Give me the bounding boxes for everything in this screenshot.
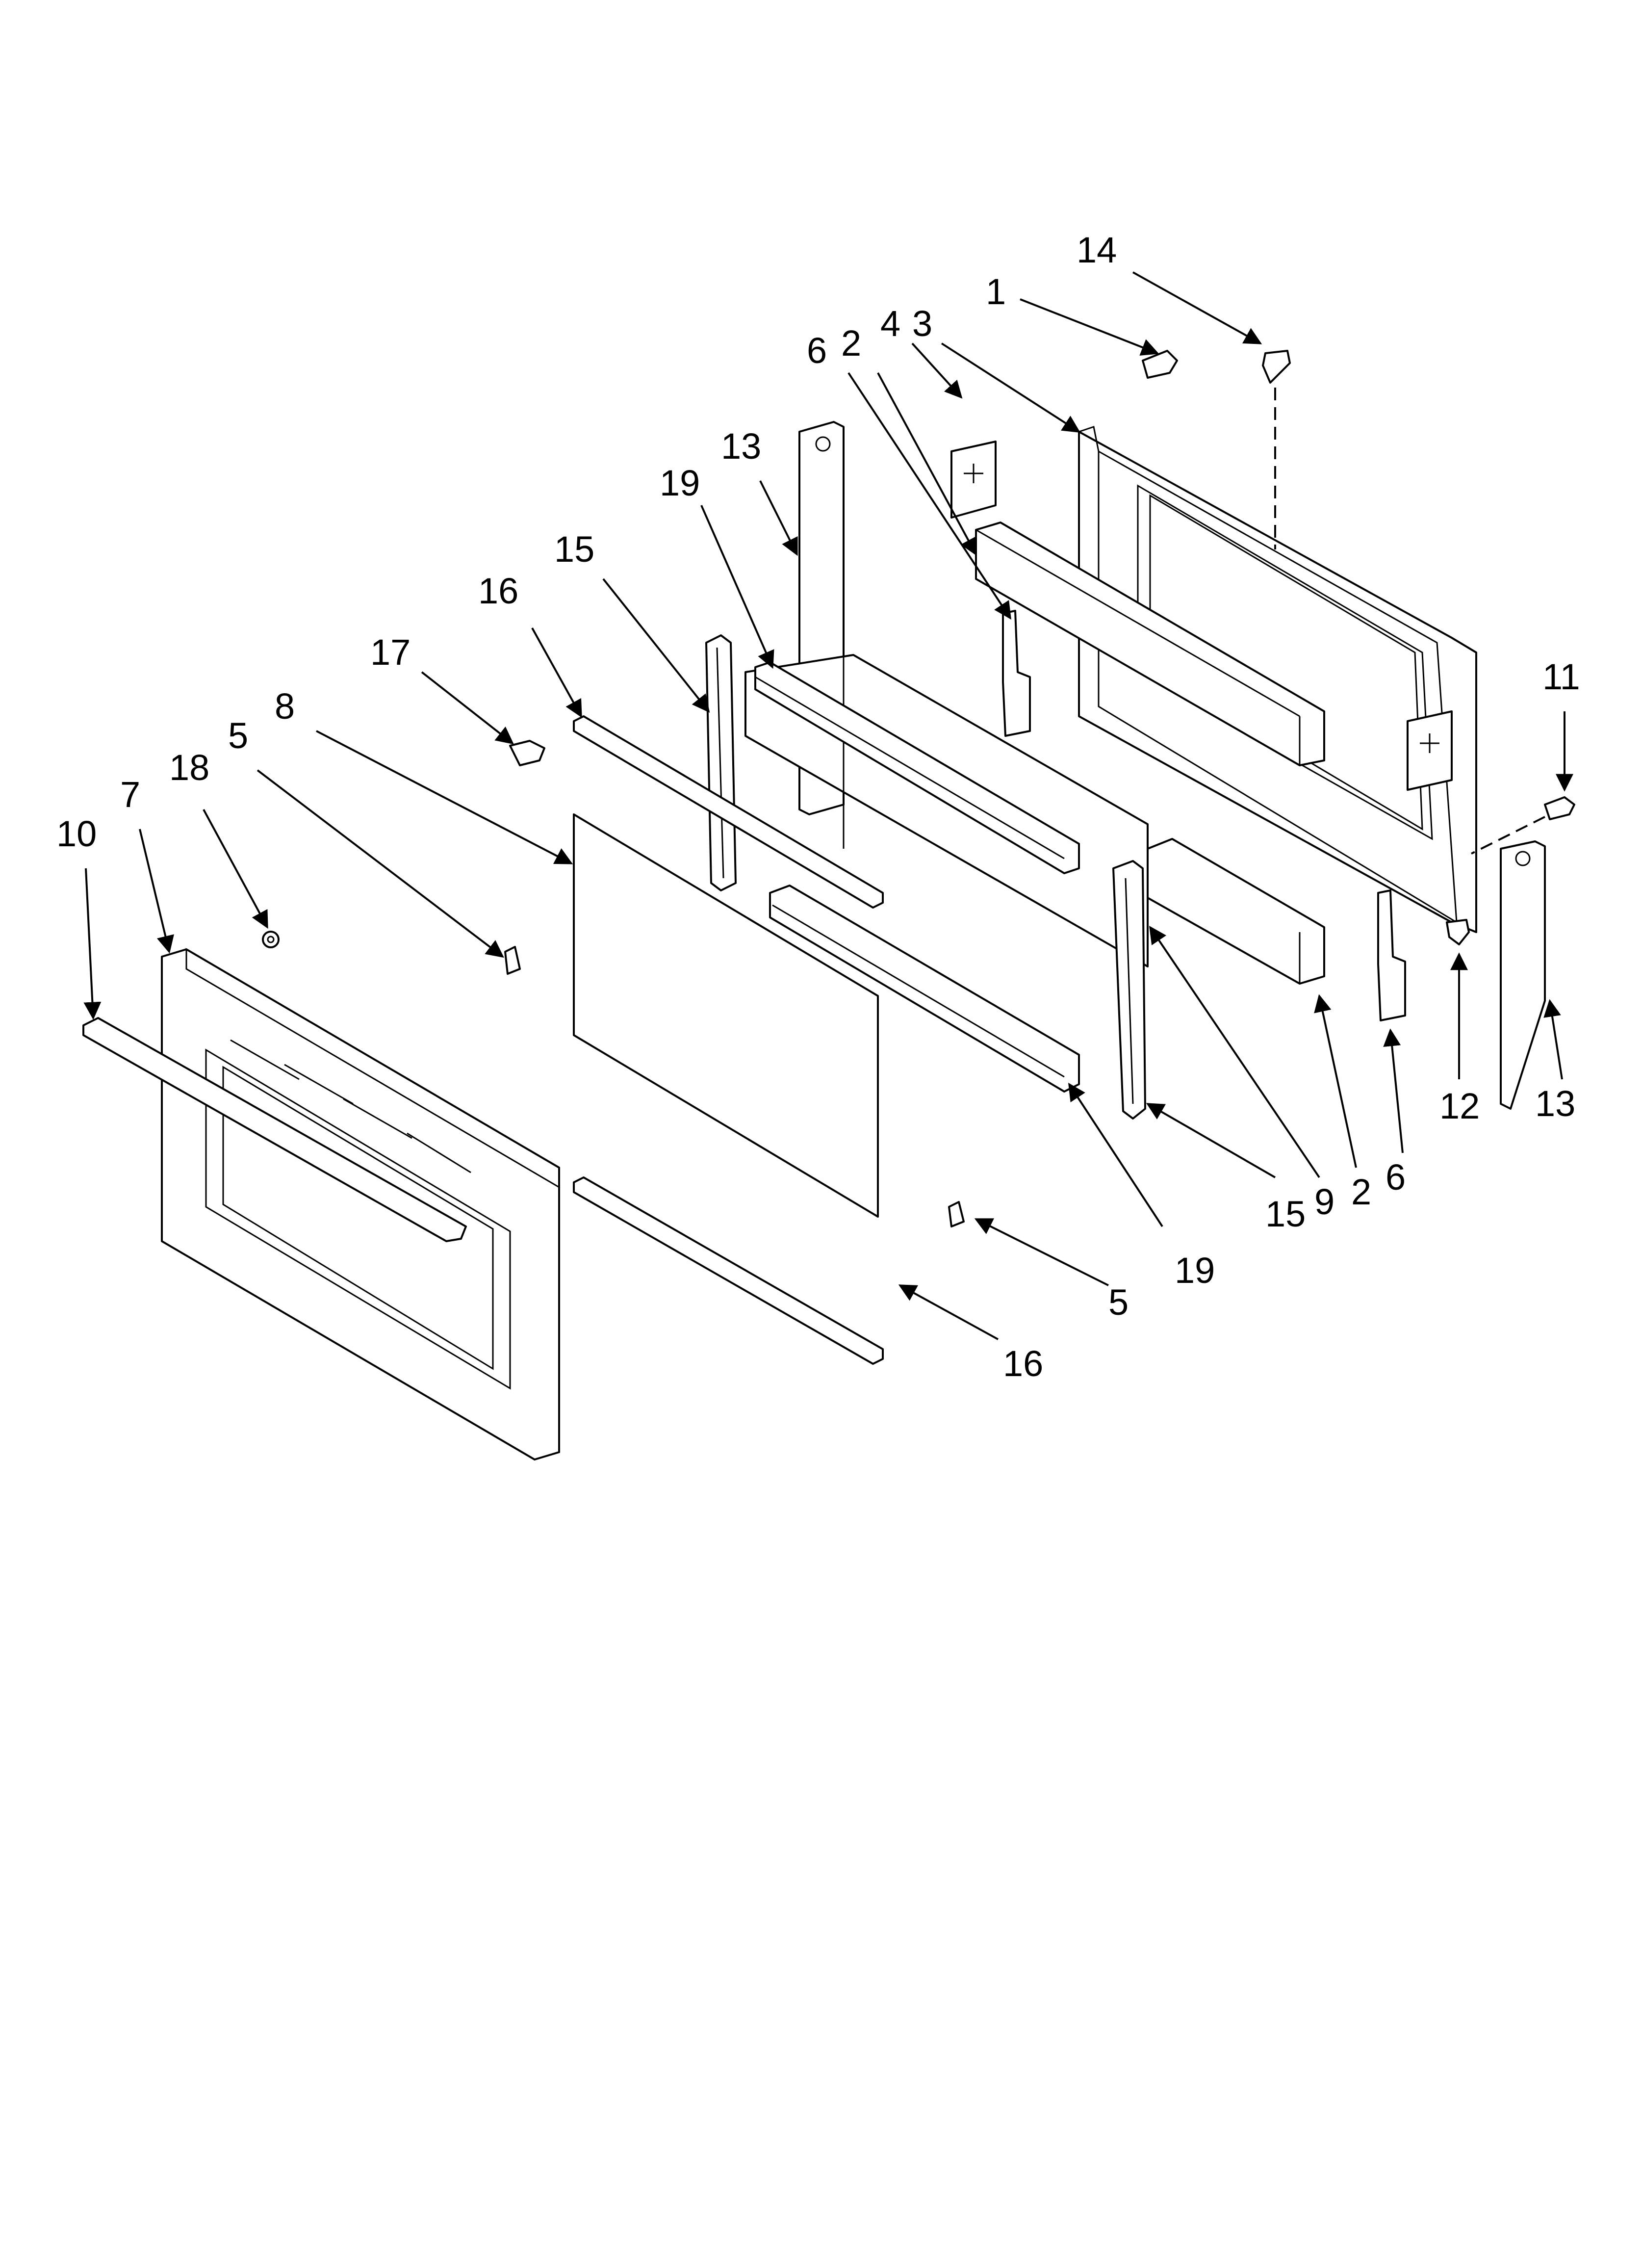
callout-19-right: 19 [1175, 1250, 1215, 1291]
part-14-screw [1262, 350, 1291, 384]
callout-15: 15 [554, 529, 594, 570]
part-16-glass-support-rod-upper [573, 715, 884, 909]
callout-7: 7 [120, 774, 140, 815]
part-5-clip-left [504, 946, 521, 975]
callout-1: 1 [986, 271, 1006, 312]
callout-17: 17 [370, 632, 410, 673]
callout-2-right: 2 [1351, 1172, 1371, 1212]
callout-16-right: 16 [1003, 1343, 1043, 1384]
callout-labels: 14 1 4 3 6 2 13 19 15 16 17 8 5 18 7 10 … [56, 230, 1580, 1384]
callout-6: 6 [807, 330, 827, 371]
callout-12: 12 [1439, 1086, 1480, 1126]
callout-15-right: 15 [1265, 1194, 1306, 1234]
part-16-glass-support-rod-lower [573, 1176, 884, 1365]
part-11-screw [1544, 796, 1575, 820]
callout-6-right: 6 [1385, 1157, 1406, 1198]
callout-10: 10 [56, 813, 97, 854]
part-18-nut [262, 931, 280, 948]
callout-3: 3 [912, 303, 932, 344]
part-6-hinge-receptacle [1002, 610, 1406, 1021]
part-15-left-door-rail [705, 634, 737, 891]
callout-13: 13 [721, 426, 761, 467]
part-7-outer-door-panel [161, 948, 560, 1460]
part-15-right-door-rail [1112, 860, 1146, 1120]
part-12-screw [1446, 919, 1470, 945]
part-17-screw [509, 740, 545, 766]
callout-19: 19 [660, 463, 700, 503]
callout-5: 5 [228, 715, 248, 756]
part-1-screw [1142, 350, 1178, 379]
part-5-clip-right [948, 1201, 965, 1227]
leader-arrows [83, 271, 1573, 1340]
callout-14: 14 [1077, 230, 1117, 270]
callout-5-right: 5 [1108, 1282, 1129, 1323]
assembly-line-11 [1471, 816, 1545, 855]
part-13-right-insulation-strip [1500, 840, 1546, 1110]
callout-4: 4 [880, 303, 900, 344]
part-2-insulation-bar-lower [1147, 838, 1325, 985]
callout-9: 9 [1314, 1181, 1334, 1222]
callout-16: 16 [478, 571, 518, 611]
callout-8: 8 [275, 686, 295, 727]
callout-18: 18 [169, 747, 209, 788]
callout-13-right: 13 [1535, 1083, 1575, 1124]
part-2-insulation-bar [975, 521, 1325, 766]
callout-2: 2 [841, 323, 861, 364]
part-4-insulation-block [950, 441, 1453, 791]
part-8-outer-glass [573, 813, 879, 1218]
callout-11: 11 [1542, 656, 1580, 697]
